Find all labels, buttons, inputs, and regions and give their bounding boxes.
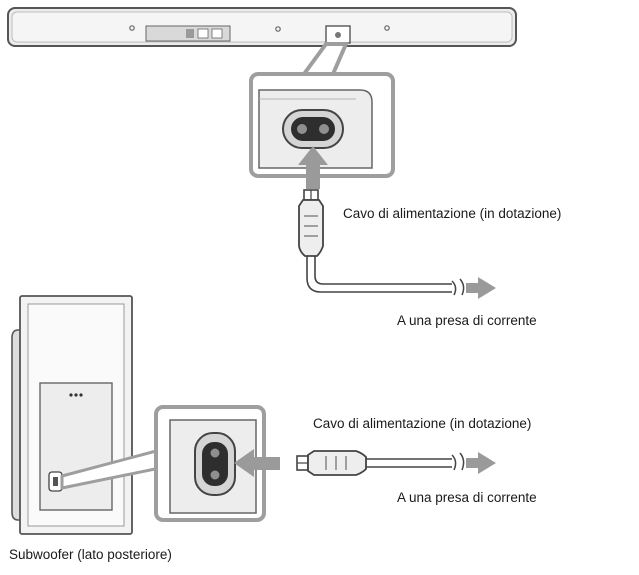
arrow-icon bbox=[466, 277, 496, 299]
cable-label-top: Cavo di alimentazione (in dotazione) bbox=[343, 206, 562, 221]
arrow-icon bbox=[234, 449, 280, 477]
power-cable-top bbox=[306, 256, 452, 293]
outlet-label-top: A una presa di corrente bbox=[397, 313, 537, 328]
outlet-label-bottom: A una presa di corrente bbox=[397, 490, 537, 505]
subwoofer-label: Subwoofer (lato posteriore) bbox=[9, 547, 172, 562]
power-socket-icon bbox=[282, 109, 344, 149]
callout-soundbar-socket bbox=[249, 72, 395, 178]
arrow-icon bbox=[298, 146, 328, 189]
subwoofer bbox=[11, 295, 133, 535]
arrow-icon bbox=[466, 452, 496, 474]
callout-pointer-top bbox=[302, 42, 348, 76]
cable-label-bottom: Cavo di alimentazione (in dotazione) bbox=[313, 416, 532, 431]
power-cable-bottom bbox=[366, 458, 452, 468]
wave-break-icon bbox=[451, 278, 465, 296]
power-plug-icon bbox=[298, 189, 324, 257]
power-plug-icon bbox=[296, 450, 367, 476]
soundbar bbox=[7, 7, 517, 47]
wave-break-icon bbox=[451, 452, 465, 471]
power-socket-icon bbox=[194, 432, 236, 496]
